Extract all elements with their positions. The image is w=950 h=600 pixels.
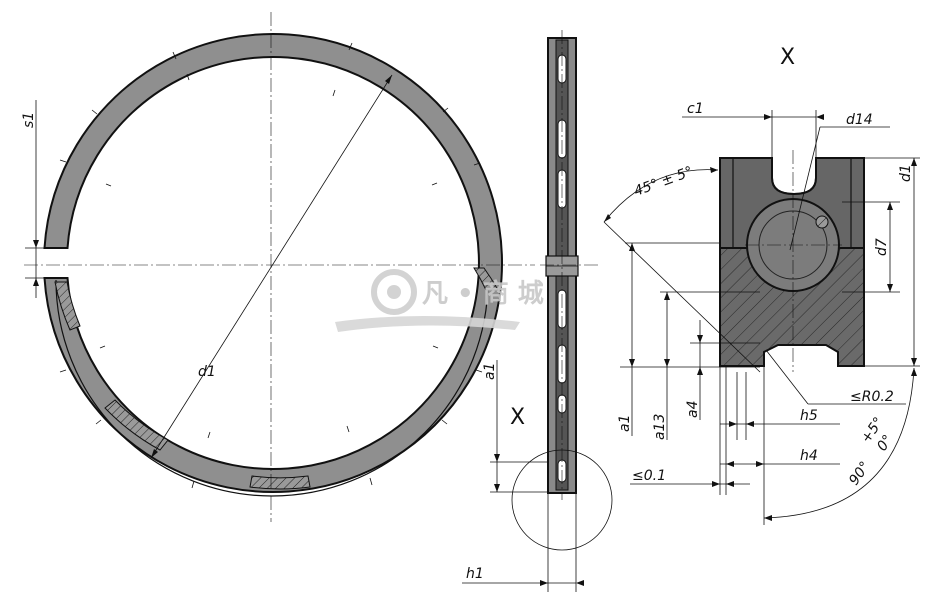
h5-label: h5 <box>800 408 818 424</box>
h1-label: h1 <box>466 566 484 582</box>
h4-label: h4 <box>800 448 818 464</box>
angle-90-arc <box>763 367 915 519</box>
detail-a1-label: a1 <box>617 415 633 433</box>
detail-pin <box>815 215 829 229</box>
c1-label: c1 <box>687 101 704 117</box>
watermark: 凡 • 商 城 <box>335 269 544 332</box>
arrowhead <box>33 240 39 248</box>
ring-section-hatch <box>473 267 499 291</box>
ring-section-hatch <box>104 399 169 451</box>
a13-label: a13 <box>652 414 668 440</box>
detail-view: X c1 d14 d1 <box>603 45 920 525</box>
r02-leader <box>765 349 809 405</box>
side-view: X a1 h1 <box>462 30 613 592</box>
arrowhead <box>151 449 158 458</box>
side-a1-label: a1 <box>482 363 498 381</box>
a4-label: a4 <box>685 401 701 419</box>
detail-x-label: X <box>780 45 795 70</box>
angle-90-tol-zero: 0° <box>874 432 896 454</box>
arrowhead <box>385 75 392 84</box>
d1-detail-label: d1 <box>898 164 914 182</box>
perimeter-ticks <box>59 42 483 489</box>
d1-dimension-line <box>150 74 393 459</box>
angle-45-arc <box>603 169 719 223</box>
arrowhead <box>33 278 39 286</box>
d1-front-label: d1 <box>198 364 216 380</box>
d14-label: d14 <box>846 112 873 128</box>
chamfer-line <box>603 221 761 373</box>
s1-label: s1 <box>21 112 37 128</box>
front-view: d1 s1 凡 • 商 城 <box>21 12 544 522</box>
angle-45-label: 45° ± 5° <box>632 164 695 200</box>
ring-section-hatch <box>54 281 81 331</box>
side-x-label: X <box>510 405 525 430</box>
ring-section-hatch <box>249 475 311 490</box>
watermark-text: 凡 • 商 城 <box>422 278 544 309</box>
le01-label: ≤0.1 <box>632 468 666 484</box>
ring-body <box>43 33 504 493</box>
detail-circle <box>511 449 613 551</box>
angle-90-label: 90° <box>846 459 873 489</box>
r02-label: ≤R0.2 <box>850 389 894 405</box>
ring-inner-groove <box>55 279 489 497</box>
d7-label: d7 <box>874 238 890 256</box>
